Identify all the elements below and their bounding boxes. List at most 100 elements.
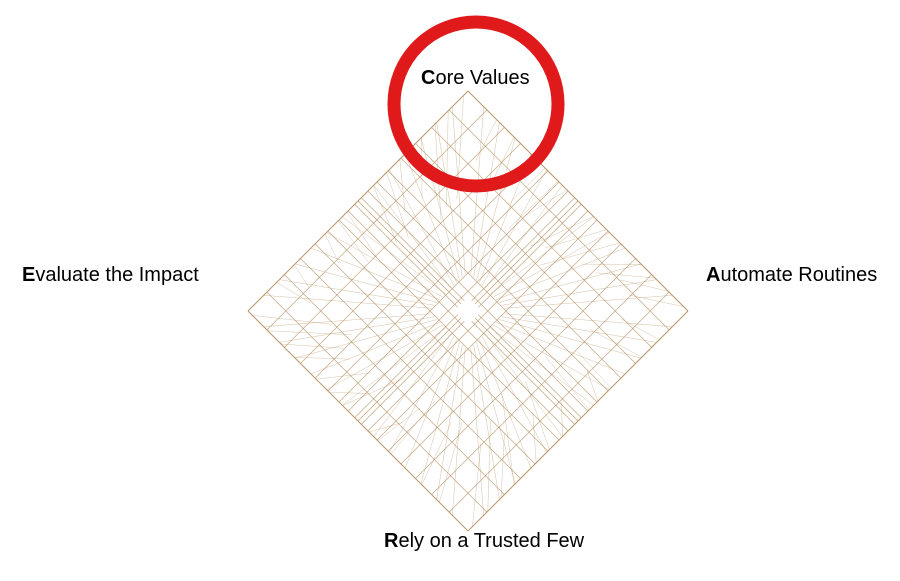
mesh-texture-stroke bbox=[532, 412, 537, 463]
mesh-texture-stroke bbox=[530, 216, 594, 247]
mesh-spoke bbox=[501, 316, 657, 343]
mesh-spoke bbox=[389, 336, 455, 453]
mesh-texture-stroke bbox=[267, 330, 352, 336]
mesh-spoke bbox=[493, 232, 610, 298]
mesh-spoke bbox=[484, 333, 563, 437]
label-core-values: Core Values bbox=[421, 66, 530, 90]
label-rely-initial: R bbox=[384, 530, 399, 552]
mesh-spoke bbox=[481, 336, 547, 453]
label-rely-rest: ely on a Trusted Few bbox=[398, 530, 585, 552]
mesh-texture-stroke bbox=[329, 392, 368, 394]
mesh-texture-stroke bbox=[252, 315, 333, 325]
label-automate-initial: A bbox=[706, 264, 721, 286]
mesh-grid-line bbox=[338, 219, 560, 441]
mesh-texture-stroke bbox=[586, 369, 599, 402]
mesh-spoke bbox=[476, 138, 516, 280]
mesh-texture-stroke bbox=[276, 282, 311, 303]
mesh-texture-stroke bbox=[346, 211, 378, 258]
mesh-spoke bbox=[357, 330, 449, 422]
label-automate-rest: utomate Routines bbox=[720, 264, 878, 286]
mesh-texture-stroke bbox=[621, 318, 660, 340]
mesh-spoke bbox=[436, 344, 463, 500]
mesh-texture-stroke bbox=[506, 167, 546, 206]
mesh-spoke bbox=[326, 232, 443, 298]
mesh-texture-stroke bbox=[582, 263, 642, 266]
mesh-texture-stroke bbox=[561, 400, 563, 437]
label-evaluate-rest: valuate the Impact bbox=[35, 264, 199, 286]
mesh-texture-stroke bbox=[377, 407, 421, 441]
mesh-spoke bbox=[389, 169, 455, 286]
mesh-spoke bbox=[481, 169, 547, 286]
mesh-texture-stroke bbox=[316, 372, 372, 380]
diamond-mesh bbox=[247, 90, 689, 532]
label-core-values-rest: ore Values bbox=[435, 67, 530, 89]
mesh-spoke bbox=[373, 185, 452, 289]
mesh-spoke bbox=[310, 322, 440, 375]
mesh-spoke bbox=[476, 342, 516, 484]
label-evaluate-initial: E bbox=[22, 264, 36, 286]
mesh-texture-stroke bbox=[368, 422, 403, 433]
highlight-ring bbox=[387, 15, 565, 193]
mesh-spoke bbox=[487, 200, 579, 292]
mesh-texture-stroke bbox=[589, 328, 642, 358]
mesh-spoke bbox=[490, 216, 594, 295]
label-rely-on-a-trusted-few: Rely on a Trusted Few bbox=[384, 529, 584, 553]
mesh-texture-stroke bbox=[595, 272, 656, 279]
mesh-texture-stroke bbox=[619, 279, 669, 292]
mesh-texture-stroke bbox=[544, 229, 607, 249]
mesh-spoke bbox=[504, 295, 673, 309]
mesh-spoke bbox=[373, 333, 452, 437]
mesh-spoke bbox=[357, 200, 449, 292]
mesh-grid-line bbox=[367, 210, 589, 432]
mesh-texture-stroke bbox=[475, 119, 497, 161]
label-automate-routines: Automate Routines bbox=[706, 263, 877, 287]
mesh-spoke bbox=[263, 313, 432, 327]
mesh-texture-stroke bbox=[342, 378, 404, 406]
mesh-spoke bbox=[501, 279, 657, 306]
mesh-spoke bbox=[452, 347, 466, 516]
mesh-texture-stroke bbox=[294, 356, 351, 360]
mesh-texture-stroke bbox=[399, 159, 406, 213]
mesh-spoke bbox=[404, 153, 457, 283]
mesh-texture-stroke bbox=[500, 433, 505, 499]
mesh-spoke bbox=[496, 247, 626, 300]
mesh-spoke bbox=[504, 313, 673, 327]
mesh-spoke bbox=[473, 122, 500, 278]
mesh-grid-line bbox=[347, 210, 569, 432]
mesh-texture-stroke bbox=[373, 185, 397, 243]
mesh-spoke bbox=[342, 327, 446, 406]
mesh-spoke bbox=[295, 319, 437, 359]
mesh-spoke bbox=[342, 216, 446, 295]
mesh-grid-line bbox=[376, 219, 598, 441]
mesh-spoke bbox=[490, 327, 594, 406]
mesh-texture-stroke bbox=[390, 400, 435, 455]
mesh-spoke bbox=[310, 247, 440, 300]
mesh-spoke bbox=[493, 324, 610, 390]
mesh-spoke bbox=[499, 263, 641, 303]
mesh-spoke bbox=[279, 316, 435, 343]
mesh-texture-stroke bbox=[472, 442, 482, 527]
mesh-texture-stroke bbox=[421, 421, 452, 485]
label-core-values-initial: C bbox=[421, 67, 436, 89]
mesh-texture-stroke bbox=[539, 242, 620, 266]
label-evaluate-the-impact: Evaluate the Impact bbox=[22, 263, 199, 287]
mesh-spoke bbox=[420, 342, 460, 484]
mesh-spoke bbox=[484, 185, 563, 289]
mesh-spoke bbox=[263, 295, 432, 309]
mesh-spoke bbox=[279, 279, 435, 306]
mesh-spoke bbox=[470, 347, 484, 516]
mesh-texture-stroke bbox=[446, 110, 449, 206]
mesh-texture-stroke bbox=[525, 381, 550, 450]
mesh-texture-stroke bbox=[501, 393, 515, 485]
mesh-texture-stroke bbox=[545, 356, 590, 411]
mesh-spoke bbox=[496, 322, 626, 375]
mesh-texture-stroke bbox=[439, 422, 463, 503]
mesh-spoke bbox=[404, 339, 457, 469]
mesh-texture-stroke bbox=[386, 172, 409, 239]
mesh-spoke bbox=[499, 319, 641, 359]
mesh-texture-stroke bbox=[293, 264, 309, 288]
mesh-texture-stroke bbox=[629, 294, 684, 307]
mesh-spoke bbox=[326, 324, 443, 390]
